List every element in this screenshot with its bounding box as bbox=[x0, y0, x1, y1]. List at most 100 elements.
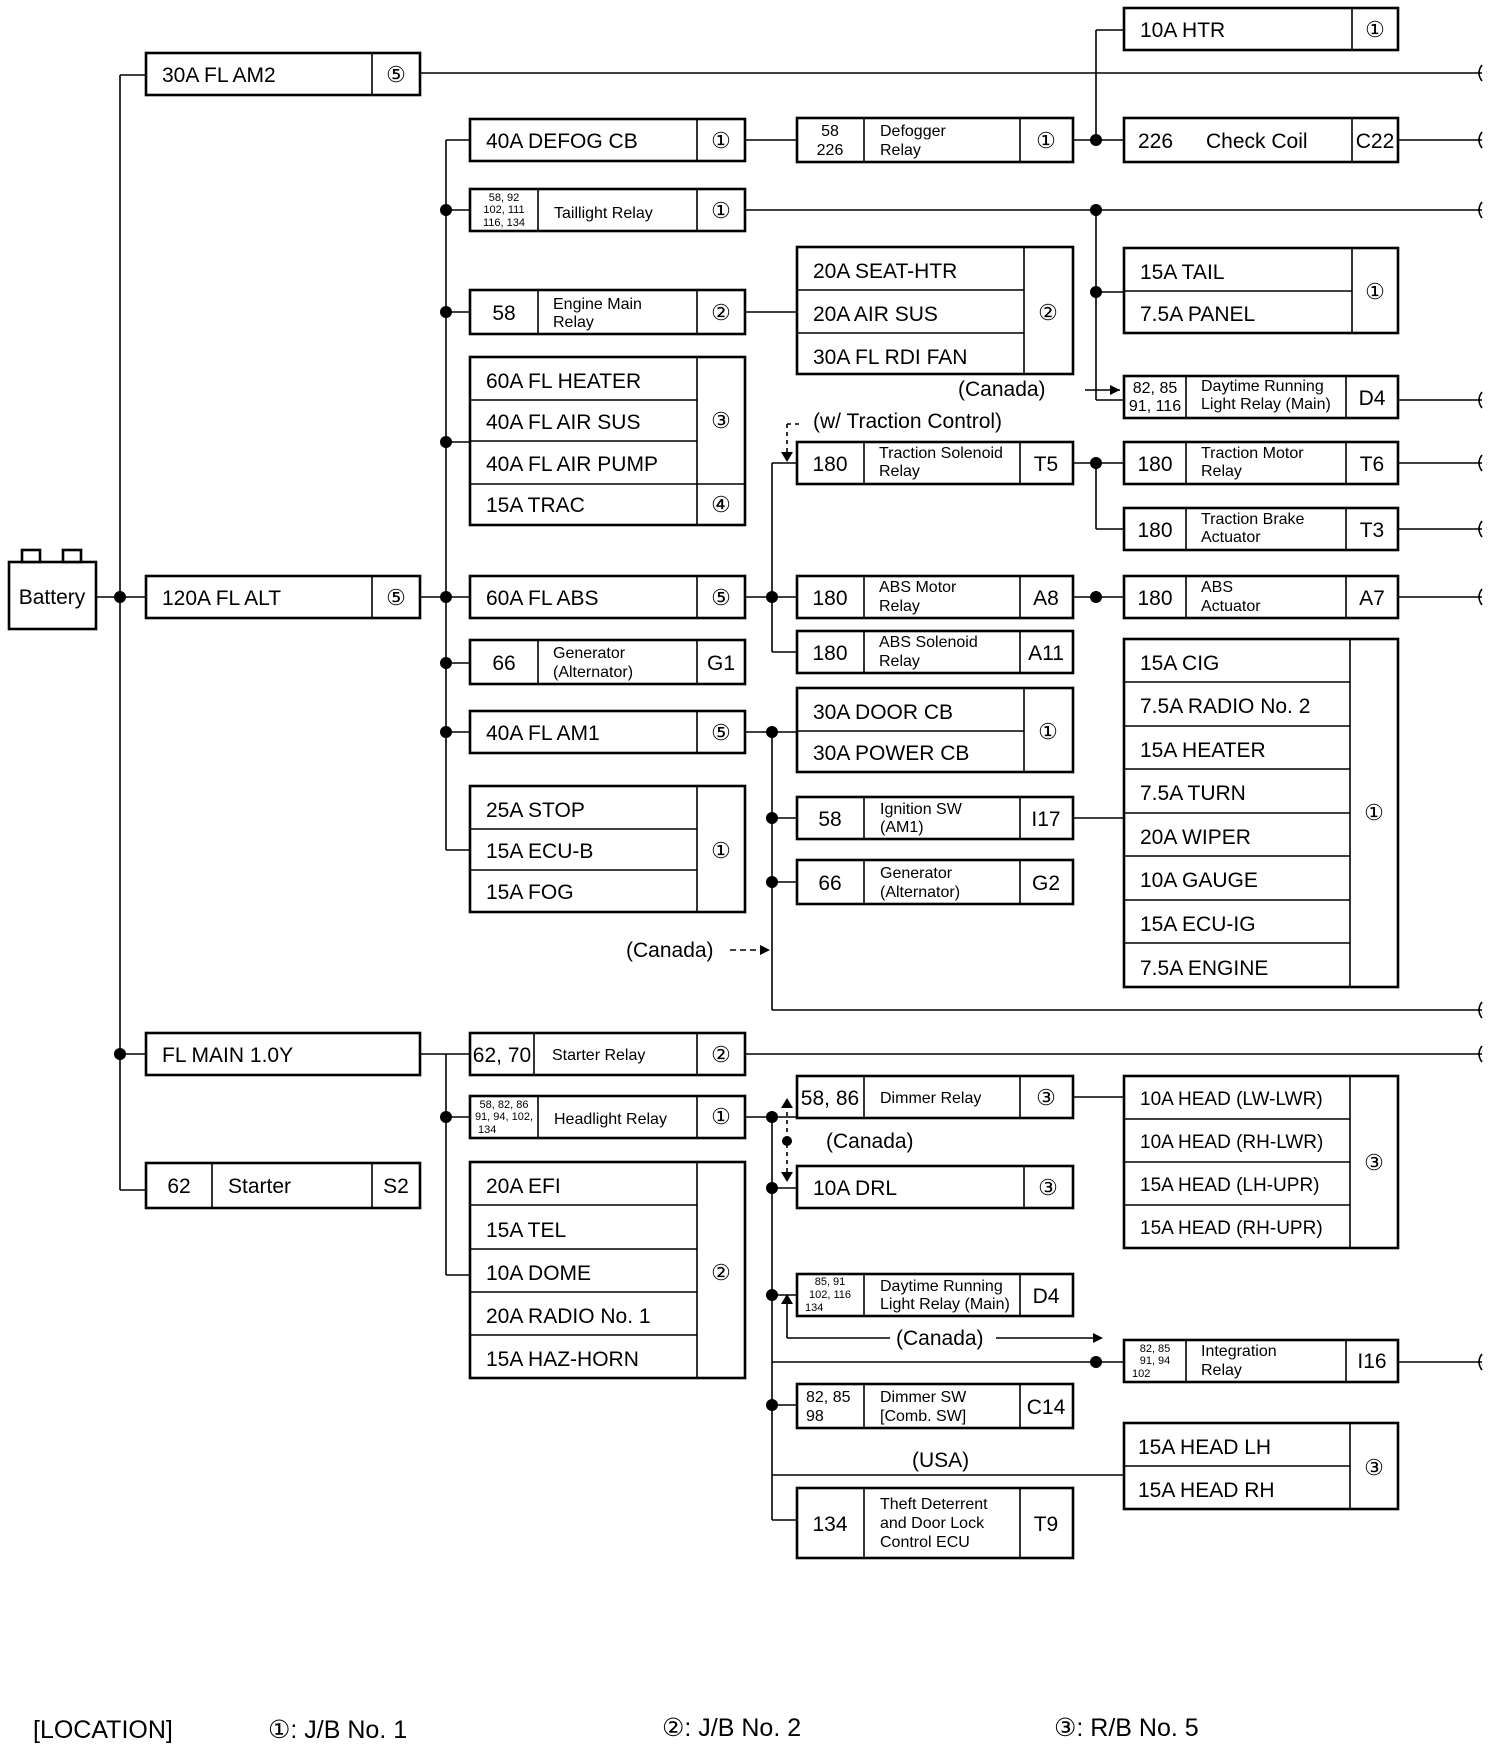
svg-text:②: ② bbox=[711, 1042, 731, 1067]
generator-g1: 66 Generator (Alternator) G1 bbox=[468, 638, 747, 686]
svg-text:102, 116: 102, 116 bbox=[809, 1289, 851, 1301]
fuse-am2: 30A FL AM2 ⑤ bbox=[144, 51, 422, 97]
svg-text:①: ① bbox=[1365, 17, 1385, 42]
svg-text:A7: A7 bbox=[1359, 587, 1385, 610]
svg-text:Relay: Relay bbox=[553, 314, 594, 331]
defogger-relay: 58 226 Defogger Relay ① bbox=[795, 116, 1075, 164]
svg-text:⑤: ⑤ bbox=[386, 62, 406, 87]
svg-text:10A HEAD (LW-LWR): 10A HEAD (LW-LWR) bbox=[1140, 1089, 1323, 1110]
svg-text:60A FL ABS: 60A FL ABS bbox=[486, 587, 598, 610]
svg-text:①: ① bbox=[1038, 719, 1058, 744]
svg-text:T6: T6 bbox=[1360, 453, 1385, 476]
svg-text:30A FL AM2: 30A FL AM2 bbox=[162, 64, 276, 87]
svg-text:(Alternator): (Alternator) bbox=[553, 664, 633, 681]
headlight-relay: 58, 82, 86 91, 94, 102, 134 Headlight Re… bbox=[468, 1094, 747, 1140]
engine-main-relay: 58 Engine Main Relay ② bbox=[468, 288, 747, 336]
svg-text:Relay: Relay bbox=[880, 142, 921, 159]
svg-text:180: 180 bbox=[812, 587, 847, 610]
svg-text:134: 134 bbox=[812, 1513, 847, 1536]
svg-text:D4: D4 bbox=[1033, 1285, 1060, 1308]
svg-text:Actuator: Actuator bbox=[1201, 598, 1261, 615]
svg-text:120A FL ALT: 120A FL ALT bbox=[162, 587, 281, 610]
svg-text:10A DRL: 10A DRL bbox=[813, 1177, 897, 1200]
svg-text:(AM1): (AM1) bbox=[880, 819, 924, 836]
svg-text:Engine Main: Engine Main bbox=[553, 296, 642, 313]
svg-text:40A FL AIR SUS: 40A FL AIR SUS bbox=[486, 411, 640, 434]
svg-text:and Door Lock: and Door Lock bbox=[880, 1515, 985, 1532]
svg-text:91, 94: 91, 94 bbox=[1140, 1355, 1171, 1367]
svg-text:15A HEAD (RH-UPR): 15A HEAD (RH-UPR) bbox=[1140, 1218, 1323, 1239]
svg-text:G2: G2 bbox=[1032, 872, 1060, 895]
svg-text:Generator: Generator bbox=[880, 865, 953, 882]
svg-text:180: 180 bbox=[812, 642, 847, 665]
svg-text:⑤: ⑤ bbox=[711, 720, 731, 745]
svg-text:I16: I16 bbox=[1357, 1350, 1386, 1373]
svg-text:Relay: Relay bbox=[879, 598, 920, 615]
svg-text:Daytime Running: Daytime Running bbox=[880, 1278, 1003, 1295]
svg-text:Theft Deterrent: Theft Deterrent bbox=[880, 1496, 988, 1513]
location-item-1: ①: J/B No. 1 bbox=[268, 1716, 407, 1744]
svg-text:20A RADIO No. 1: 20A RADIO No. 1 bbox=[486, 1305, 651, 1328]
starter-relay: 62, 70 Starter Relay ② bbox=[468, 1031, 747, 1077]
svg-text:④: ④ bbox=[711, 492, 731, 517]
svg-text:Traction Motor: Traction Motor bbox=[1201, 445, 1304, 462]
svg-text:T9: T9 bbox=[1034, 1513, 1059, 1536]
svg-text:Control ECU: Control ECU bbox=[880, 1534, 970, 1551]
svg-text:Relay: Relay bbox=[1201, 463, 1242, 480]
fuse-group-3: 60A FL HEATER 40A FL AIR SUS 40A FL AIR … bbox=[468, 355, 747, 527]
svg-text:20A EFI: 20A EFI bbox=[486, 1175, 561, 1198]
fuse-fl-abs: 60A FL ABS ⑤ bbox=[468, 574, 747, 620]
svg-text:25A STOP: 25A STOP bbox=[486, 799, 585, 822]
location-item-3: ③: R/B No. 5 bbox=[1054, 1714, 1199, 1742]
svg-text:Taillight Relay: Taillight Relay bbox=[554, 205, 653, 222]
svg-text:Daytime Running: Daytime Running bbox=[1201, 378, 1324, 395]
svg-text:7.5A PANEL: 7.5A PANEL bbox=[1140, 303, 1255, 326]
taillight-relay: 58, 92 102, 111 116, 134 Taillight Relay… bbox=[468, 187, 747, 233]
traction-control-label: (w/ Traction Control) bbox=[813, 410, 1002, 433]
svg-text:134: 134 bbox=[805, 1302, 823, 1314]
battery: Battery bbox=[7, 548, 98, 631]
svg-text:82, 85: 82, 85 bbox=[806, 1389, 851, 1406]
svg-text:10A HEAD (RH-LWR): 10A HEAD (RH-LWR) bbox=[1140, 1132, 1323, 1153]
svg-text:ABS Motor: ABS Motor bbox=[879, 579, 957, 596]
svg-text:91, 116: 91, 116 bbox=[1129, 398, 1181, 415]
svg-text:Relay: Relay bbox=[879, 463, 920, 480]
fuse-fl-am1: 40A FL AM1 ⑤ bbox=[468, 709, 747, 755]
svg-text:30A POWER CB: 30A POWER CB bbox=[813, 742, 969, 765]
svg-text:①: ① bbox=[711, 128, 731, 153]
svg-text:62: 62 bbox=[167, 1175, 190, 1198]
fuse-group-seat-htr: 20A SEAT-HTR 20A AIR SUS 30A FL RDI FAN … bbox=[795, 245, 1075, 376]
abs-solenoid-relay: 180 ABS Solenoid Relay A11 bbox=[795, 629, 1075, 675]
svg-text:③: ③ bbox=[711, 408, 731, 433]
svg-text:C14: C14 bbox=[1027, 1396, 1066, 1419]
svg-text:66: 66 bbox=[492, 652, 515, 675]
starter: 62 Starter S2 bbox=[144, 1161, 422, 1210]
svg-text:15A ECU-IG: 15A ECU-IG bbox=[1140, 913, 1256, 936]
svg-text:Dimmer Relay: Dimmer Relay bbox=[880, 1090, 981, 1107]
canada-label-drl: (Canada) bbox=[958, 378, 1046, 401]
wires bbox=[96, 29, 1482, 1521]
location-title: [LOCATION] bbox=[33, 1716, 173, 1744]
svg-text:60A FL HEATER: 60A FL HEATER bbox=[486, 370, 641, 393]
svg-text:③: ③ bbox=[1038, 1175, 1058, 1200]
svg-text:①: ① bbox=[711, 1104, 731, 1129]
svg-text:Starter Relay: Starter Relay bbox=[552, 1047, 645, 1064]
svg-text:15A HAZ-HORN: 15A HAZ-HORN bbox=[486, 1348, 639, 1371]
fuse-group-head: 10A HEAD (LW-LWR) 10A HEAD (RH-LWR) 15A … bbox=[1122, 1074, 1400, 1250]
svg-text:10A HTR: 10A HTR bbox=[1140, 19, 1225, 42]
dimmer-sw: 82, 85 98 Dimmer SW [Comb. SW] C14 bbox=[795, 1382, 1075, 1430]
svg-text:FL MAIN 1.0Y: FL MAIN 1.0Y bbox=[162, 1044, 293, 1067]
svg-text:Headlight Relay: Headlight Relay bbox=[554, 1111, 667, 1128]
svg-text:180: 180 bbox=[1137, 587, 1172, 610]
svg-text:Traction Solenoid: Traction Solenoid bbox=[879, 445, 1003, 462]
svg-text:134: 134 bbox=[478, 1124, 496, 1136]
ignition-sw: 58 Ignition SW (AM1) I17 bbox=[795, 795, 1075, 841]
svg-text:180: 180 bbox=[1137, 453, 1172, 476]
svg-text:⑤: ⑤ bbox=[386, 585, 406, 610]
svg-text:15A FOG: 15A FOG bbox=[486, 881, 574, 904]
svg-text:82, 85: 82, 85 bbox=[1133, 380, 1178, 397]
svg-text:226: 226 bbox=[1138, 130, 1173, 153]
battery-label: Battery bbox=[19, 586, 86, 609]
drl-relay-main-1: 85, 91 102, 116 134 Daytime Running Ligh… bbox=[795, 1272, 1075, 1318]
location-legend: [LOCATION] ①: J/B No. 1 ②: J/B No. 2 ③: … bbox=[33, 1714, 1199, 1744]
